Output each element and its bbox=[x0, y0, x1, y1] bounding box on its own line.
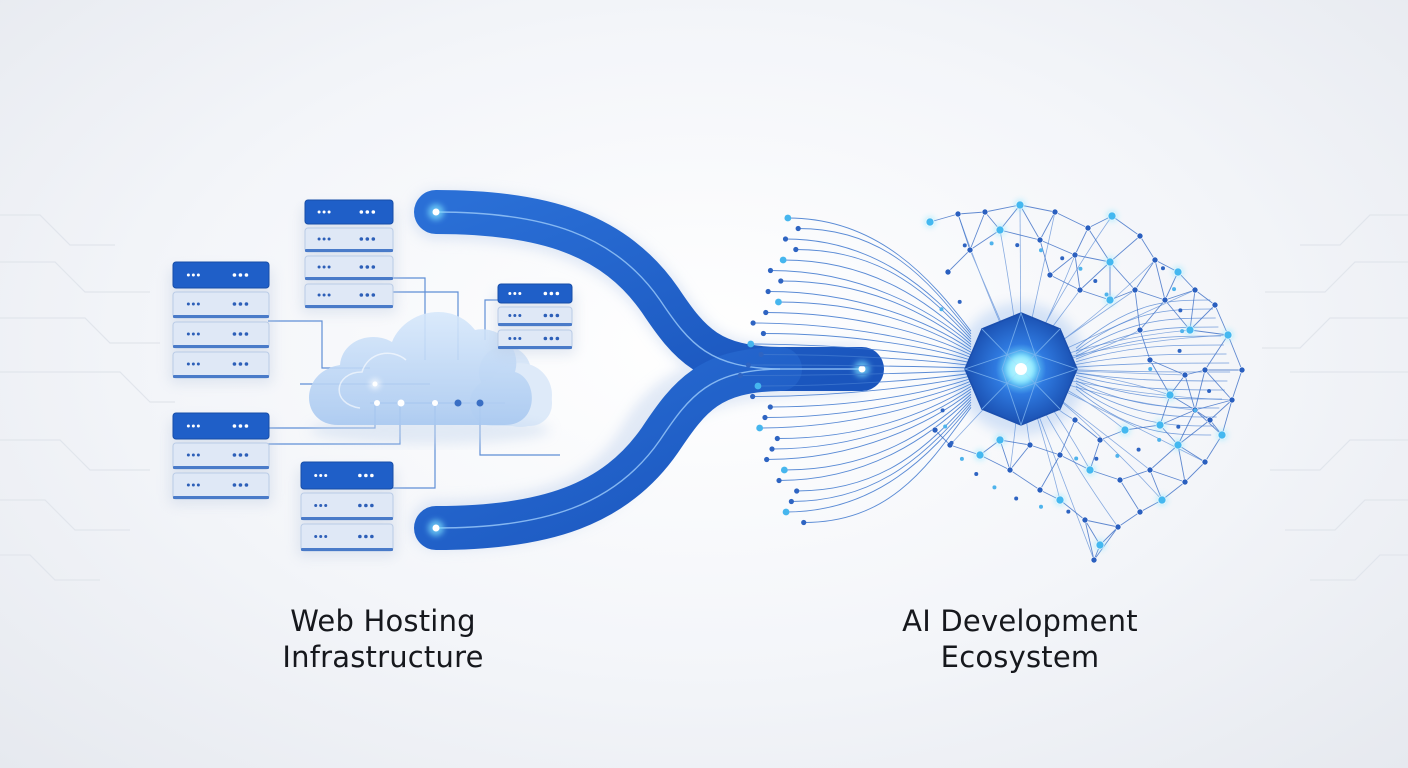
brain-mesh-nodes bbox=[924, 199, 1246, 564]
server-unit bbox=[497, 306, 573, 327]
server-unit bbox=[300, 461, 394, 490]
y-merge-connector bbox=[411, 190, 884, 550]
caption-right-line2: Ecosystem bbox=[940, 640, 1100, 674]
server-unit bbox=[172, 442, 270, 470]
brain-mesh-edges bbox=[929, 204, 1243, 561]
ai-development-caption: AI Development Ecosystem bbox=[830, 603, 1210, 675]
processor-core-icon bbox=[955, 303, 1087, 435]
caption-left-line2: Infrastructure bbox=[282, 640, 484, 674]
server-unit bbox=[304, 227, 394, 253]
server-unit bbox=[300, 523, 394, 552]
background-circuit-traces bbox=[0, 214, 1408, 581]
neural-network-brain-icon bbox=[737, 199, 1246, 564]
server-unit bbox=[172, 261, 270, 289]
brain-input-lines bbox=[740, 217, 972, 523]
server-unit bbox=[172, 412, 270, 440]
server-unit bbox=[304, 283, 394, 309]
server-unit bbox=[497, 329, 573, 350]
web-hosting-caption: Web Hosting Infrastructure bbox=[193, 603, 573, 675]
server-rack bbox=[494, 283, 576, 355]
server-unit bbox=[497, 283, 573, 304]
server-rack bbox=[301, 199, 397, 314]
server-rack bbox=[169, 261, 273, 384]
brain-input-nodes bbox=[737, 214, 807, 526]
server-unit bbox=[172, 321, 270, 349]
server-unit bbox=[300, 492, 394, 521]
server-unit bbox=[304, 199, 394, 225]
server-racks-icon bbox=[169, 199, 576, 557]
server-unit bbox=[172, 351, 270, 379]
server-unit bbox=[172, 472, 270, 500]
brain-right-fibers bbox=[1075, 299, 1231, 436]
server-unit bbox=[172, 291, 270, 319]
server-unit bbox=[304, 255, 394, 281]
cloud-connection-nodes bbox=[370, 379, 484, 407]
cloud-icon bbox=[309, 312, 552, 444]
caption-left-line1: Web Hosting bbox=[290, 604, 476, 638]
server-rack bbox=[169, 412, 273, 505]
server-rack bbox=[297, 461, 397, 557]
caption-right-line1: AI Development bbox=[902, 604, 1138, 638]
